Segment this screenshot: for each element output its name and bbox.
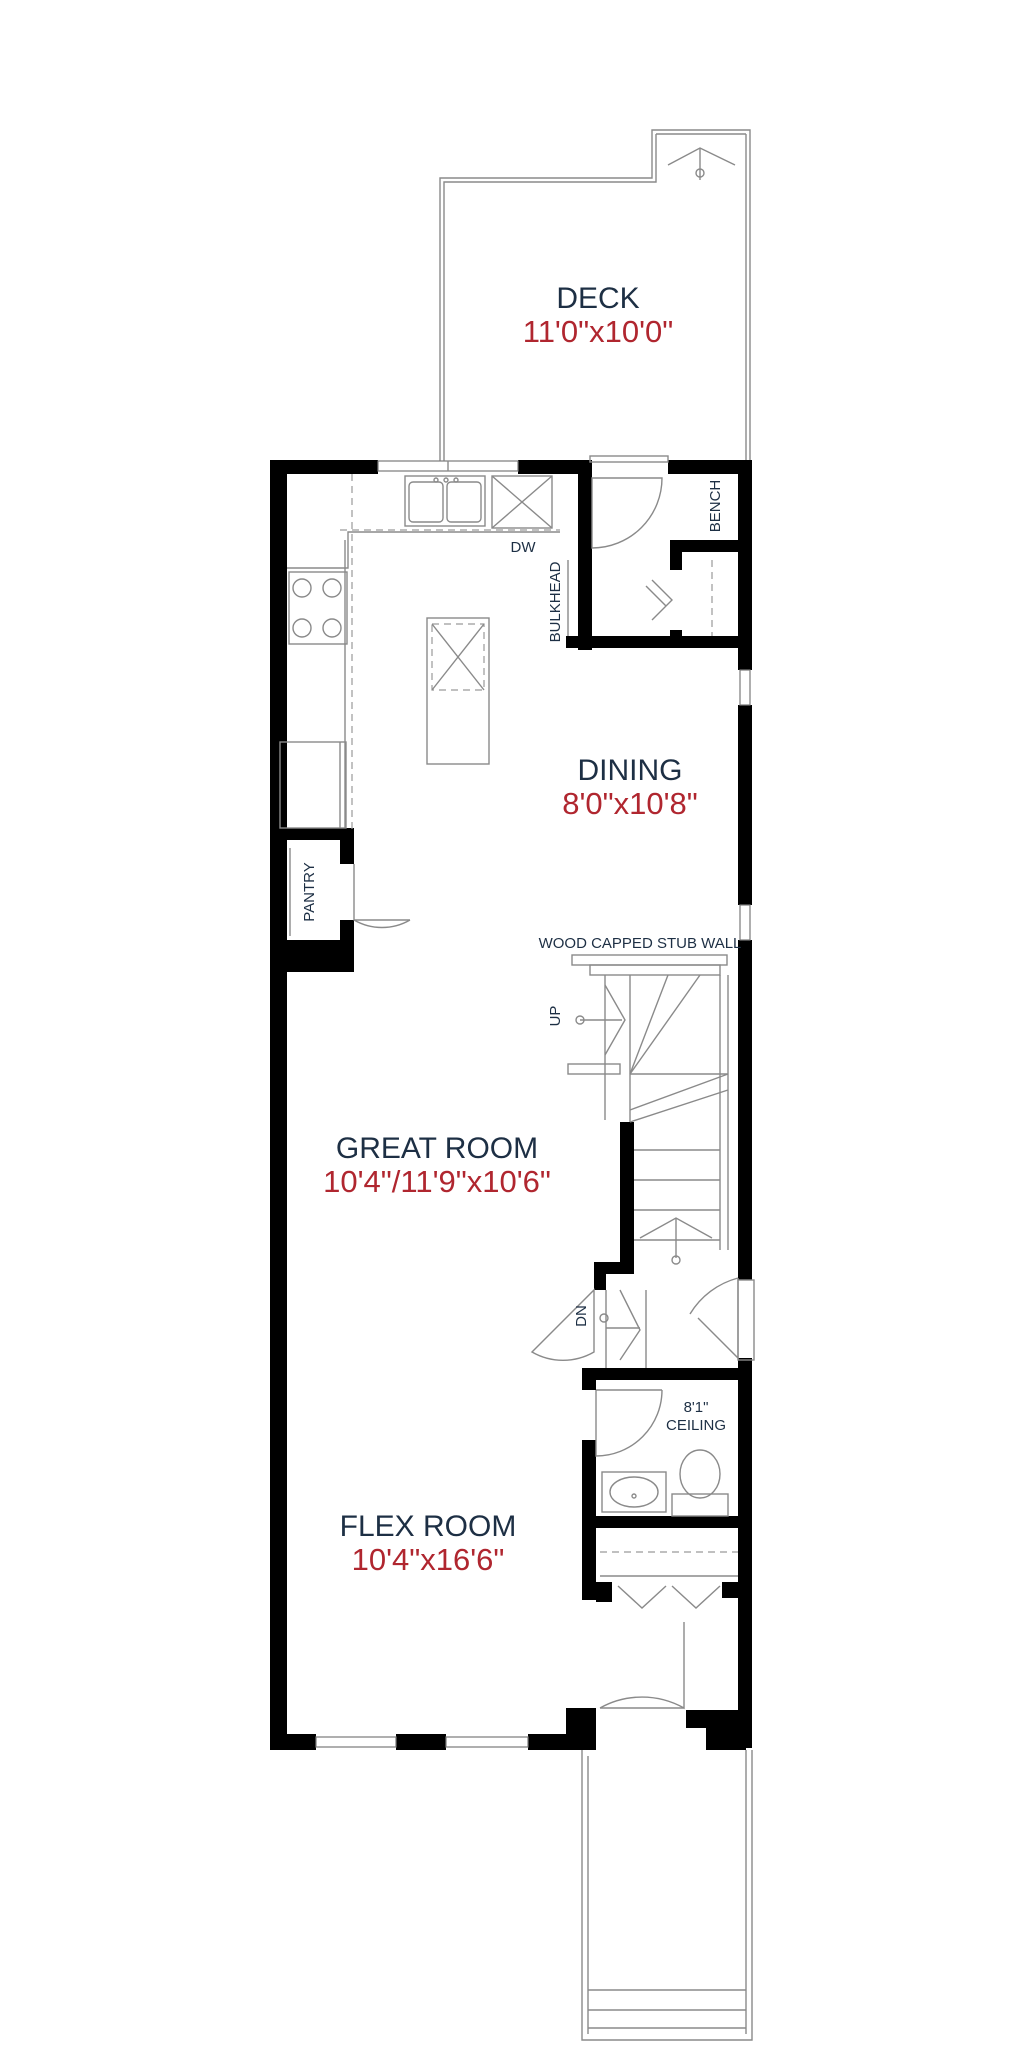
stairs xyxy=(567,954,729,1368)
flex-room-dimension: 10'4"x16'6" xyxy=(352,1542,505,1577)
deck-dimension: 11'0"x10'0" xyxy=(523,314,674,349)
dining-dimension: 8'0"x10'8" xyxy=(562,786,698,821)
dining-name: DINING xyxy=(578,754,683,787)
ceiling-label: CEILING xyxy=(666,1417,726,1434)
windows xyxy=(315,460,751,1748)
great-room-name: GREAT ROOM xyxy=(336,1132,538,1165)
doors xyxy=(530,1277,755,1710)
great-room-dimension: 10'4"/11'9"x10'6" xyxy=(323,1164,551,1199)
bulkhead-label: BULKHEAD xyxy=(547,561,564,642)
ceiling-height-label: 8'1" xyxy=(684,1399,709,1416)
pantry-label: PANTRY xyxy=(301,862,318,921)
exterior-walls xyxy=(270,460,752,1750)
deck-name: DECK xyxy=(556,282,639,315)
kitchen-fixtures xyxy=(279,474,560,832)
dishwasher-label: DW xyxy=(511,539,537,556)
flex-room-name: FLEX ROOM xyxy=(340,1510,517,1543)
mudroom-fixtures xyxy=(567,455,713,636)
bench-label: BENCH xyxy=(707,480,724,533)
front-porch xyxy=(581,1750,753,2041)
stub-wall-label: WOOD CAPPED STUB WALL xyxy=(539,935,742,952)
stair-down-label: DN xyxy=(573,1305,590,1327)
stair-up-label: UP xyxy=(547,1006,564,1027)
bathroom-fixtures xyxy=(601,1449,729,1517)
pantry-door xyxy=(289,848,411,936)
deck-outline xyxy=(439,129,751,468)
closet-fixtures xyxy=(600,1551,738,1609)
